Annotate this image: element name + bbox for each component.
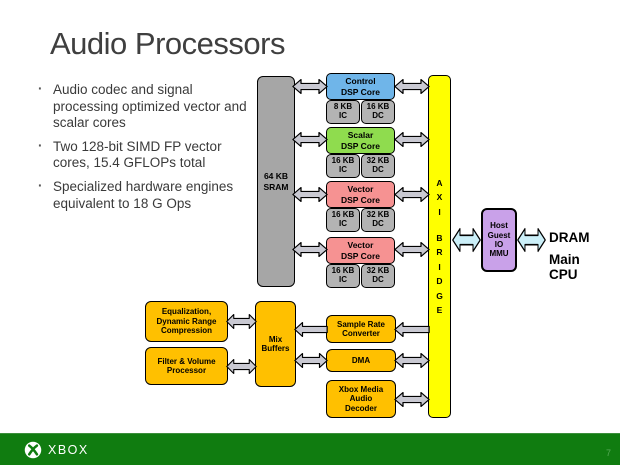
- sram-vector2-arrow-icon: [292, 241, 328, 258]
- sram-scalar-arrow-icon: [292, 131, 328, 148]
- equalization-mix-arrow-icon: [226, 313, 257, 330]
- bullet-item: Audio codec and signal processing optimi…: [36, 81, 248, 132]
- bullet-item: Specialized hardware engines equivalent …: [36, 178, 248, 212]
- src-to-mix-arrow-icon: [294, 321, 328, 338]
- xbox-logo-icon: [24, 441, 42, 459]
- sram-control-arrow-icon: [292, 78, 328, 95]
- vector1-cache-row: 16 KB IC 32 KB DC: [326, 208, 395, 232]
- axi-mmu-arrow-icon: [452, 227, 481, 253]
- equalization-drc-block: Equalization, Dynamic Range Compression: [145, 301, 228, 342]
- mix-buffers-block: Mix Buffers: [255, 301, 296, 387]
- dma-block: DMA: [326, 349, 396, 372]
- host-guest-io-mmu-block: Host Guest IO MMU: [481, 208, 517, 272]
- footer-bar: XBOX 7: [0, 433, 620, 465]
- control-dcache-block: 16 KB DC: [361, 100, 395, 124]
- scalar-axi-arrow-icon: [394, 131, 430, 148]
- sample-rate-converter-block: Sample Rate Converter: [326, 315, 396, 343]
- vector1-axi-arrow-icon: [394, 186, 430, 203]
- sram-vector1-arrow-icon: [292, 186, 328, 203]
- filter-mix-arrow-icon: [226, 358, 257, 375]
- sram-block: 64 KB SRAM: [257, 76, 295, 287]
- dram-label: DRAM: [549, 230, 590, 245]
- vector2-dcache-block: 32 KB DC: [361, 264, 395, 288]
- bullet-item: Two 128-bit SIMD FP vector cores, 15.4 G…: [36, 138, 248, 172]
- xbox-media-audio-decoder-block: Xbox Media Audio Decoder: [326, 380, 396, 418]
- vector1-dcache-block: 32 KB DC: [361, 208, 395, 232]
- vector2-dsp-core-block: Vector DSP Core: [326, 237, 395, 264]
- main-cpu-label: Main CPU: [549, 252, 580, 283]
- dma-axi-arrow-icon: [394, 352, 430, 369]
- vector1-icache-block: 16 KB IC: [326, 208, 360, 232]
- control-icache-block: 8 KB IC: [326, 100, 360, 124]
- page-title: Audio Processors: [50, 26, 285, 61]
- vector2-axi-arrow-icon: [394, 241, 430, 258]
- filter-volume-block: Filter & Volume Processor: [145, 347, 228, 385]
- page-number: 7: [605, 448, 611, 458]
- control-axi-arrow-icon: [394, 78, 430, 95]
- bullet-list: Audio codec and signal processing optimi…: [36, 81, 248, 219]
- vector2-icache-block: 16 KB IC: [326, 264, 360, 288]
- scalar-dcache-block: 32 KB DC: [361, 154, 395, 178]
- vector2-cache-row: 16 KB IC 32 KB DC: [326, 264, 395, 288]
- scalar-dsp-core-block: Scalar DSP Core: [326, 127, 395, 154]
- vector1-dsp-core-block: Vector DSP Core: [326, 181, 395, 208]
- mmu-dram-arrow-icon: [517, 227, 546, 253]
- control-dsp-core-block: Control DSP Core: [326, 73, 395, 100]
- xma-axi-arrow-icon: [394, 391, 430, 408]
- axi-to-src-arrow-icon: [394, 321, 430, 338]
- xbox-wordmark: XBOX: [48, 443, 89, 457]
- control-cache-row: 8 KB IC 16 KB DC: [326, 100, 395, 124]
- scalar-icache-block: 16 KB IC: [326, 154, 360, 178]
- mix-dma-arrow-icon: [294, 352, 328, 369]
- scalar-cache-row: 16 KB IC 32 KB DC: [326, 154, 395, 178]
